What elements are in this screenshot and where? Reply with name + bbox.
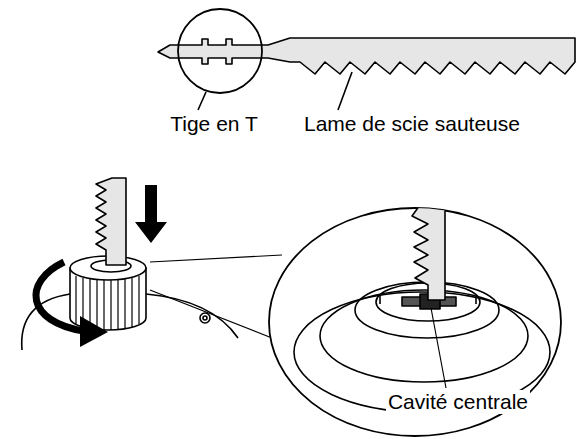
leader-line [338,72,352,110]
part-label: Cavité centrale [386,390,530,414]
base-plate [146,294,238,338]
rotate-arrow-head [80,316,108,347]
bolt [203,316,207,320]
part-label: Tige en T [168,112,260,136]
callout-line [150,290,272,338]
bolt [200,313,210,323]
jigsaw-chuck [22,178,282,350]
leader-line [198,92,206,110]
insert-arrow [135,185,167,243]
small-blade [96,178,126,265]
rib [96,280,97,330]
jigsaw-blade [158,9,575,110]
detail-view [269,205,561,436]
rib [110,280,111,330]
part-label: Lame de scie sauteuse [302,112,522,136]
rib [131,278,132,327]
knob-ring [355,282,499,338]
rotate-arrow [36,262,84,331]
t-shank [158,38,575,74]
rib [124,279,125,329]
rib [117,280,118,330]
highlight-circle [178,9,262,93]
callout-line [150,255,282,262]
rib [75,276,76,324]
detail-content [294,205,550,412]
rib [103,280,104,330]
detail-outline [269,208,561,436]
leader-line [431,308,446,388]
rib [138,276,139,324]
detail-blade [412,205,445,300]
